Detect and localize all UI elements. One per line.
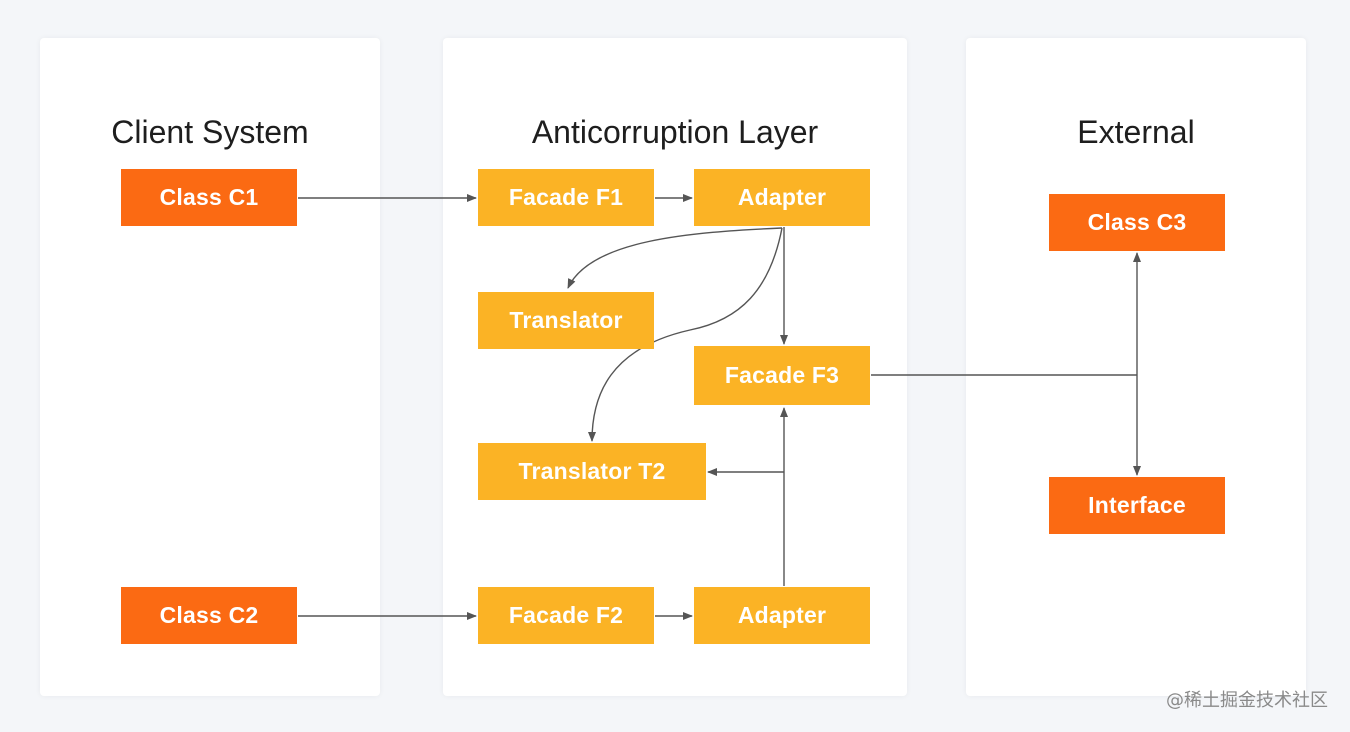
external-title: External: [1077, 114, 1195, 150]
interface-node: Interface: [1049, 477, 1225, 534]
translator-node: Translator: [478, 292, 654, 349]
class-c2-node: Class C2: [121, 587, 297, 644]
anticorruption-layer-title: Anticorruption Layer: [531, 114, 819, 150]
client-system-title: Client System: [111, 114, 309, 150]
client-system-panel: Client System: [40, 38, 380, 696]
adapter-bottom-node: Adapter: [694, 587, 870, 644]
watermark-text: @稀土掘金技术社区: [1166, 690, 1328, 711]
facade-f1-node: Facade F1: [478, 169, 654, 226]
class-c1-node: Class C1: [121, 169, 297, 226]
adapter-top-node: Adapter: [694, 169, 870, 226]
translator-t2-node: Translator T2: [478, 443, 706, 500]
facade-f3-node: Facade F3: [694, 346, 870, 405]
external-panel: External: [966, 38, 1306, 696]
class-c3-node: Class C3: [1049, 194, 1225, 251]
facade-f2-node: Facade F2: [478, 587, 654, 644]
